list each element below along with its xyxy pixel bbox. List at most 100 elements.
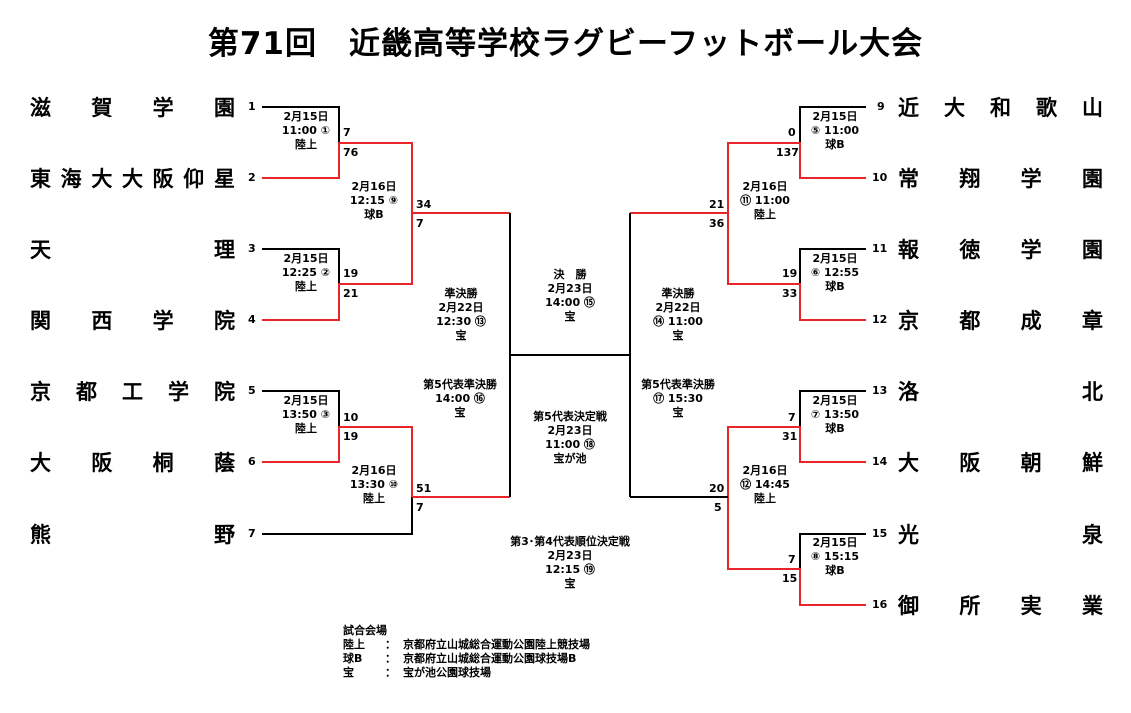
team-left-3: 天理	[30, 235, 235, 263]
line-right-10	[727, 142, 866, 213]
match-info-line: 陸上	[363, 492, 385, 505]
team-name-char: 海	[60, 167, 82, 191]
seed-number: 5	[248, 384, 256, 397]
match-info-line: 2月16日	[742, 180, 788, 193]
team-name-char: 天	[30, 238, 51, 262]
team-left-4: 関西学院	[30, 306, 235, 334]
legend-value: 京都府立山城総合運動公園球技場B	[403, 652, 577, 665]
team-right-11: 報徳学園	[898, 235, 1103, 263]
team-name-char: 学	[152, 96, 174, 120]
team-name-char: 鮮	[1081, 451, 1103, 475]
seed-number: 14	[872, 455, 888, 468]
seed-number: 7	[248, 527, 256, 540]
score: 20	[709, 482, 725, 495]
score: 7	[788, 553, 796, 566]
match-info-line: 2月16日	[742, 464, 788, 477]
team-left-6: 大阪桐蔭	[30, 448, 235, 476]
match-info-line: 宝が池	[553, 452, 587, 465]
seed-number: 11	[872, 242, 888, 255]
legend-colon: ：	[385, 638, 396, 651]
team-name-char: 阪	[959, 451, 981, 475]
team-name-char: 所	[959, 594, 981, 618]
score: 21	[343, 287, 359, 300]
seed-number: 4	[248, 313, 256, 326]
match-info-line: 陸上	[754, 208, 776, 221]
team-name-char: 学	[168, 380, 189, 404]
match-info-line: 第3･第4代表順位決定戦	[510, 535, 630, 548]
match-info-line: 2月23日	[547, 549, 593, 562]
match-info-line: 2月15日	[283, 110, 329, 123]
legend-value: 宝が池公園球技場	[403, 666, 491, 679]
match-info-line: 11:00 ⑱	[545, 438, 595, 451]
team-name-char: 学	[1020, 238, 1042, 262]
team-name-char: 近	[898, 96, 919, 120]
line-left-3	[262, 248, 340, 284]
team-left-5: 京都工学院	[30, 377, 235, 405]
team-name-char: 滋	[30, 96, 51, 120]
score: 51	[416, 482, 432, 495]
match-info-line: 2月15日	[812, 110, 858, 123]
line-right-13	[799, 390, 866, 427]
legend-row: 球B ： 京都府立山城総合運動公園球技場B	[343, 652, 590, 666]
team-name-char: 阪	[91, 451, 113, 475]
match-info-line: 12:15 ⑨	[349, 194, 399, 207]
score: 36	[709, 217, 725, 230]
line-right-16	[727, 497, 866, 606]
match-info-line: 13:30 ⑩	[349, 478, 399, 491]
match-info-line: 陸上	[295, 422, 317, 435]
seed-number: 13	[872, 384, 888, 397]
team-name-char: 仰	[183, 167, 205, 191]
seed-number: 3	[248, 242, 256, 255]
seed-number: 1	[248, 100, 256, 113]
match-info-line: 宝	[564, 577, 576, 590]
match-info-line: 第5代表準決勝	[641, 378, 715, 391]
team-right-13: 洛北	[898, 377, 1103, 405]
match-info-line: ⑰ 15:30	[653, 392, 703, 405]
match-info-line: 2月16日	[351, 180, 397, 193]
team-name-char: 大	[121, 167, 143, 191]
match-info-line: ⑫ 14:45	[740, 478, 790, 491]
match-info-line: 宝	[672, 406, 684, 419]
seed-number: 6	[248, 455, 256, 468]
line-left-1	[262, 106, 340, 143]
match-info-line: 陸上	[754, 492, 776, 505]
team-name-char: 業	[1081, 594, 1103, 618]
match-info-line: 宝	[455, 329, 467, 342]
match-info-line: 13:50 ③	[281, 408, 331, 421]
line-right-11	[799, 248, 866, 284]
legend-key: 球B	[343, 652, 363, 665]
team-name-char: 学	[152, 309, 174, 333]
team-name-char: 和	[990, 96, 1011, 120]
team-name-char: 野	[214, 523, 235, 547]
team-name-char: 御	[898, 594, 919, 618]
team-right-16: 御所実業	[898, 591, 1103, 619]
team-right-10: 常翔学園	[898, 164, 1103, 192]
match-info-line: 12:15 ⑲	[545, 563, 595, 576]
team-name-char: 関	[30, 309, 51, 333]
legend-colon: ：	[385, 652, 396, 665]
match-info-line: 決 勝	[553, 268, 587, 281]
match-info-line: 14:00 ⑮	[545, 296, 595, 309]
team-right-9: 近大和歌山	[898, 93, 1103, 121]
team-left-1: 滋賀学園	[30, 93, 235, 121]
team-name-char: 院	[214, 380, 235, 404]
team-name-char: 学	[1020, 167, 1042, 191]
score: 34	[416, 198, 432, 211]
team-name-char: 章	[1081, 309, 1103, 333]
team-name-char: 翔	[959, 167, 981, 191]
match-info-line: 準決勝	[444, 287, 478, 300]
match-info-line: 11:00 ①	[281, 124, 331, 137]
match-info-line: 2月15日	[283, 394, 329, 407]
team-name-char: 大	[30, 451, 51, 475]
score: 19	[782, 267, 798, 280]
match-info-line: ⑭ 11:00	[653, 315, 703, 328]
